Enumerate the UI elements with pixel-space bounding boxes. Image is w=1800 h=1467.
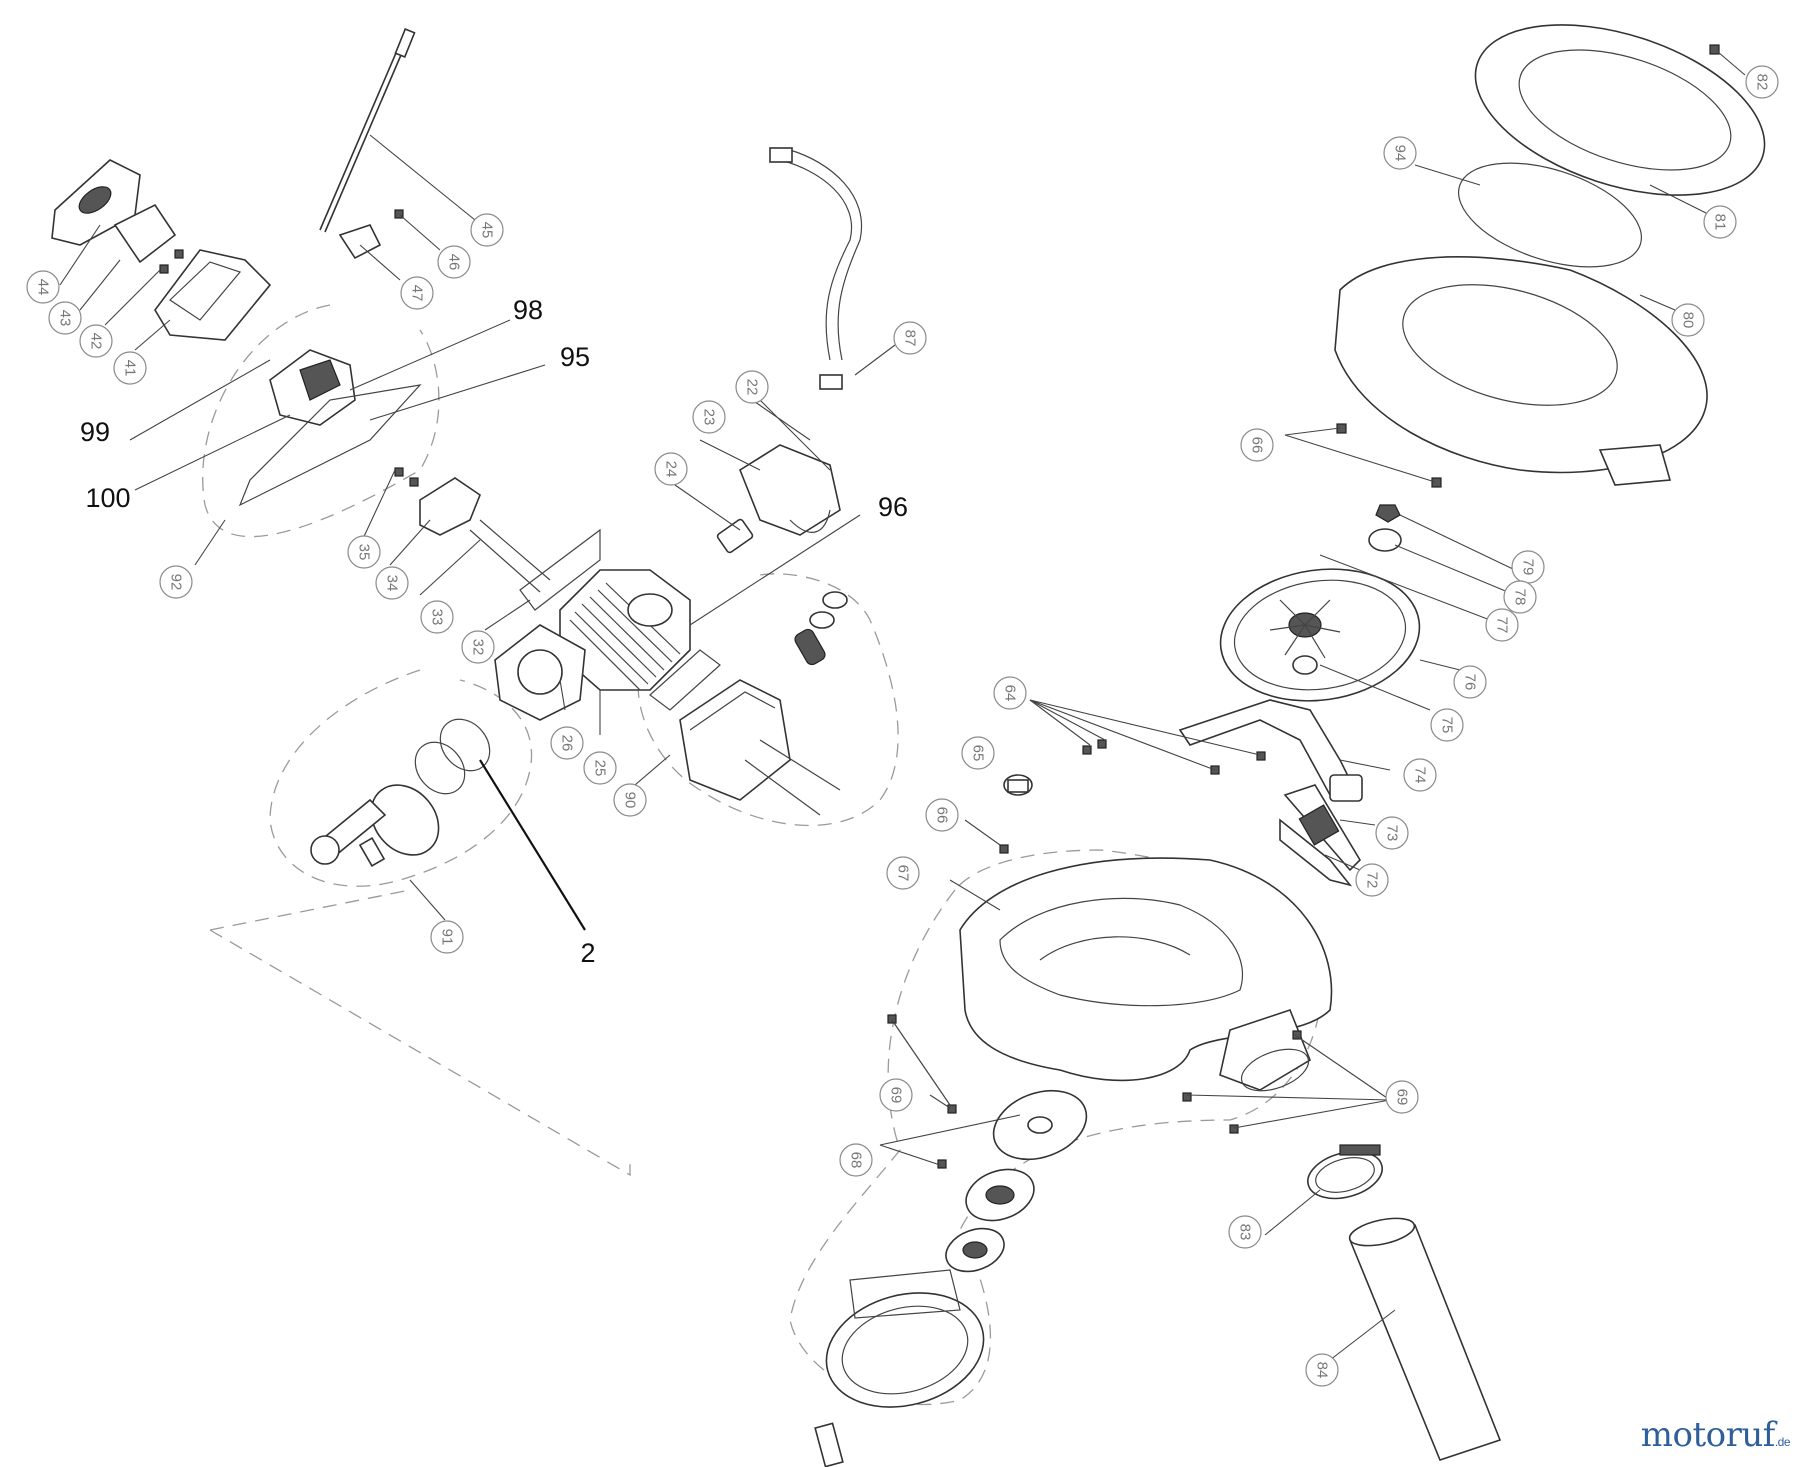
air-filter-base xyxy=(154,249,272,341)
callout-69-left: 69 xyxy=(888,1087,905,1104)
callout-64: 64 xyxy=(1002,685,1019,702)
throttle-cable xyxy=(779,159,853,361)
callout-67: 67 xyxy=(895,865,912,882)
callout-84: 84 xyxy=(1314,1362,1331,1379)
callout-46: 46 xyxy=(446,254,463,271)
engine-parts xyxy=(51,28,863,867)
callout-74: 74 xyxy=(1412,767,1429,784)
starter-housing xyxy=(825,1292,985,1408)
callout-65: 65 xyxy=(970,745,987,762)
callout-47: 47 xyxy=(409,285,426,302)
callout-76: 76 xyxy=(1462,674,1479,691)
callout-23: 23 xyxy=(701,409,718,426)
muffler xyxy=(679,679,791,801)
leader-lines xyxy=(59,51,1746,1361)
callout-72: 72 xyxy=(1364,872,1381,889)
main-housing xyxy=(959,857,1333,1082)
callout-42: 42 xyxy=(88,333,105,350)
callout-96: 96 xyxy=(878,492,908,522)
callout-99: 99 xyxy=(80,417,110,447)
callout-73: 73 xyxy=(1384,825,1401,842)
blower-tube xyxy=(1348,1224,1502,1461)
callout-69-right: 69 xyxy=(1394,1089,1411,1106)
callout-26: 26 xyxy=(559,735,576,752)
fan-housing xyxy=(1334,256,1708,474)
inlet-ring xyxy=(1457,162,1643,268)
callout-labels: 44 43 42 41 45 46 47 92 35 34 33 32 26 2… xyxy=(26,65,1779,1387)
callout-95: 95 xyxy=(560,342,590,372)
callout-45: 45 xyxy=(479,222,496,239)
intake-insulator xyxy=(419,477,481,536)
callout-33: 33 xyxy=(429,609,446,626)
throttle-lever xyxy=(1178,699,1357,796)
callout-66-lower: 66 xyxy=(934,807,951,824)
impeller xyxy=(1219,568,1421,702)
callout-2: 2 xyxy=(580,938,595,968)
callout-34: 34 xyxy=(384,575,401,592)
callout-68: 68 xyxy=(848,1152,865,1169)
blower-cover xyxy=(1474,24,1766,196)
callout-78: 78 xyxy=(1512,589,1529,606)
callout-35: 35 xyxy=(356,544,373,561)
callout-79: 79 xyxy=(1520,559,1537,576)
piston xyxy=(370,784,440,856)
callout-83: 83 xyxy=(1237,1224,1254,1241)
callout-25: 25 xyxy=(592,760,609,777)
callout-81: 81 xyxy=(1712,214,1729,231)
callout-77: 77 xyxy=(1494,617,1511,634)
callout-80: 80 xyxy=(1680,312,1697,329)
callout-82: 82 xyxy=(1754,74,1771,91)
callout-98: 98 xyxy=(513,295,543,325)
callout-24: 24 xyxy=(663,461,680,478)
callout-90: 90 xyxy=(622,792,639,809)
watermark-logo: motoruf.de xyxy=(1640,1415,1791,1455)
ignition-coil xyxy=(739,444,841,536)
callout-75: 75 xyxy=(1439,717,1456,734)
callout-87: 87 xyxy=(902,330,919,347)
spark-plug xyxy=(716,518,754,554)
bold-callouts: 98 95 99 100 96 2 xyxy=(80,295,908,968)
callout-94: 94 xyxy=(1392,145,1409,162)
callout-22: 22 xyxy=(744,379,761,396)
callout-66-upper: 66 xyxy=(1249,437,1266,454)
tube-clamp xyxy=(1307,1150,1383,1200)
blower-parts xyxy=(814,24,1766,1467)
callout-32: 32 xyxy=(470,639,487,656)
air-filter-element xyxy=(113,203,177,264)
callout-41: 41 xyxy=(122,360,139,377)
callout-43: 43 xyxy=(57,310,74,327)
callout-100: 100 xyxy=(85,483,130,513)
callout-44: 44 xyxy=(35,279,52,296)
callout-91: 91 xyxy=(439,929,456,946)
gasket-plate xyxy=(238,384,422,507)
callout-92: 92 xyxy=(168,574,185,591)
